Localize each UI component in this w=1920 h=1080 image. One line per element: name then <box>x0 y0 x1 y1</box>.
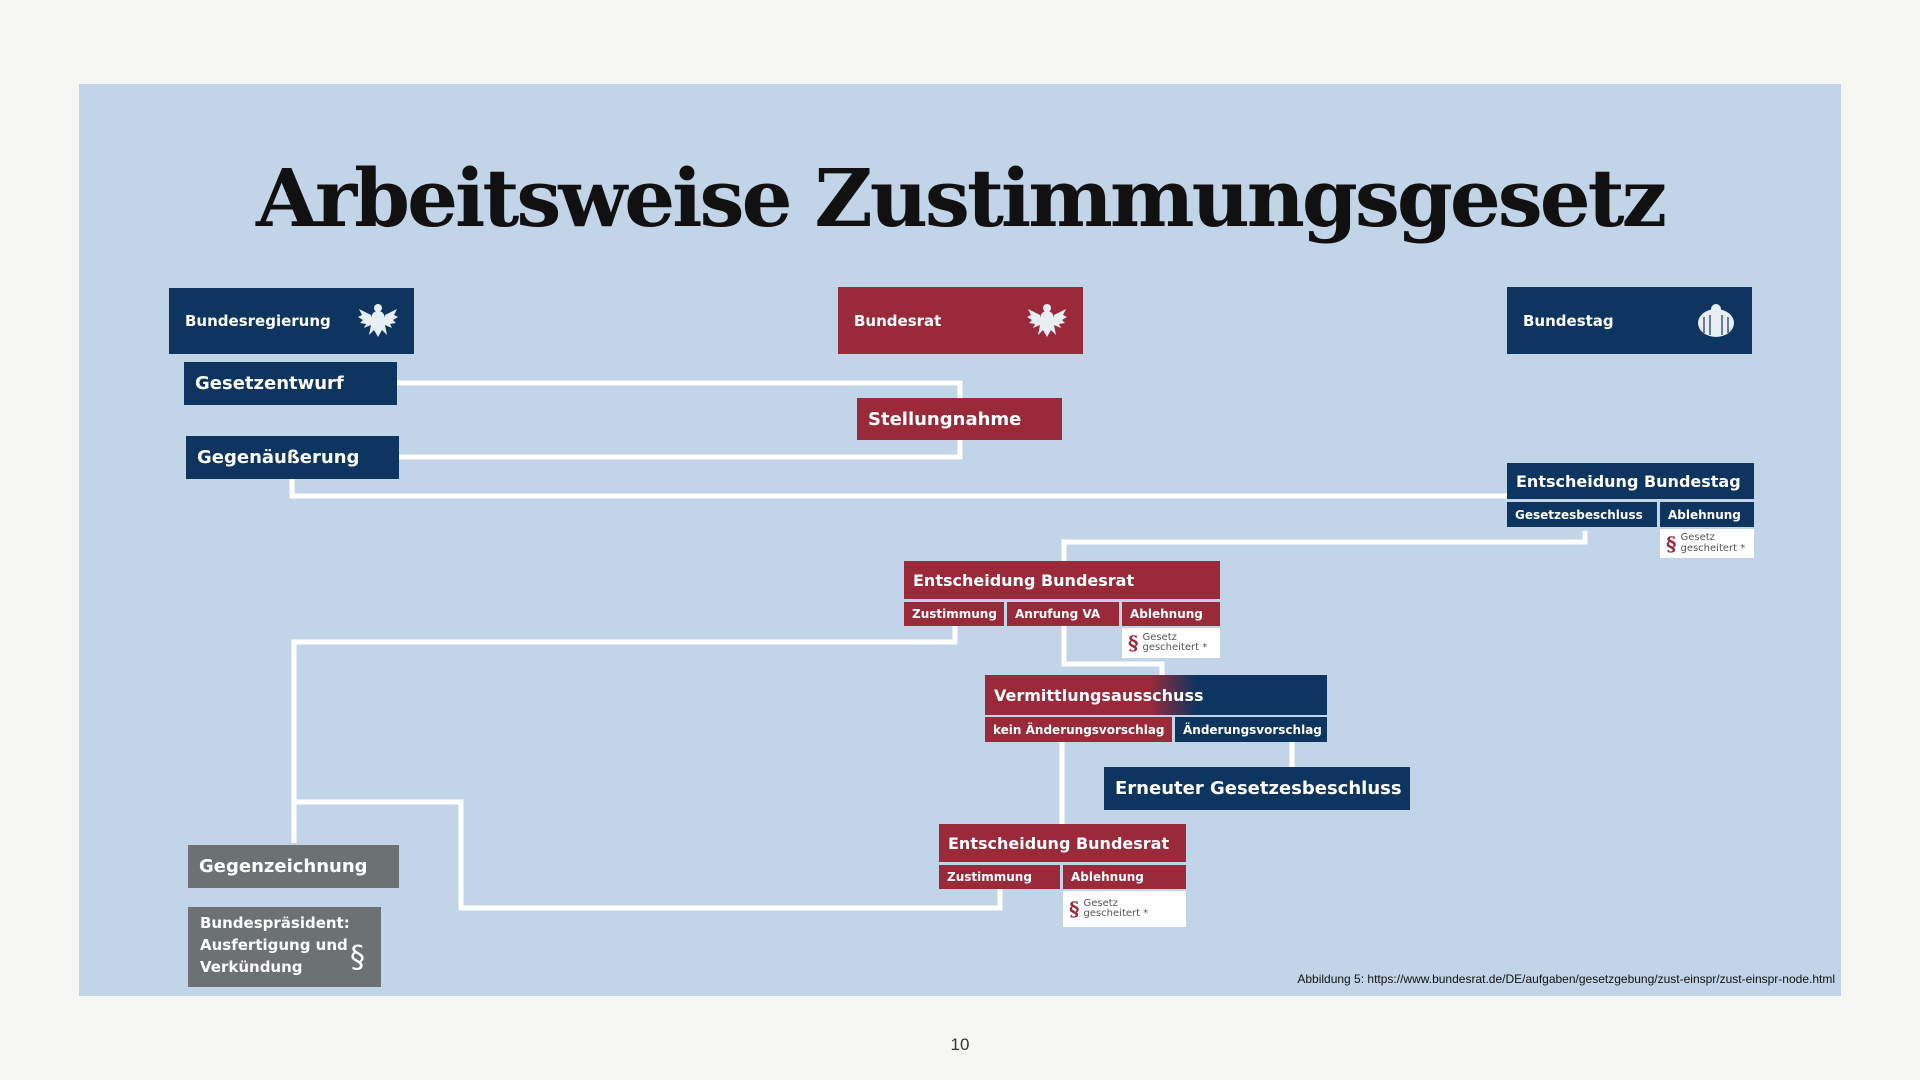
page-title: Arbeitsweise Zustimmungsgesetz <box>255 151 1667 245</box>
fail-text-line1: Gesetz <box>1680 532 1715 543</box>
entscheidung-bundesrat-2-title: Entscheidung Bundesrat <box>939 824 1186 862</box>
fail-text-line1: Gesetz <box>1083 897 1118 909</box>
bundespraesident-line1: Bundespräsident: <box>200 914 350 932</box>
entscheidung-bundestag-gesetzesbeschluss: Gesetzesbeschluss <box>1507 502 1657 527</box>
paragraph-icon: § <box>350 939 365 975</box>
paragraph-icon: § <box>1666 531 1677 556</box>
fail-text-line1: Gesetz <box>1142 631 1177 643</box>
entscheidung-bundesrat-1-anrufung-va: Anrufung VA <box>1007 602 1119 626</box>
entscheidung-bundesrat-1-title: Entscheidung Bundesrat <box>904 561 1220 599</box>
connector-stellungnahme-gegenaeusserung <box>399 439 963 460</box>
connector-gegenaeusserung-bundestag <box>289 477 1509 499</box>
entscheidung-bundesrat-1-zustimmung: Zustimmung <box>904 602 1004 626</box>
connector-lines <box>289 380 1588 911</box>
header-bundesregierung: Bundesregierung <box>169 288 414 354</box>
fail-text-line2: gescheitert * <box>1142 642 1208 653</box>
entscheidung-bundestag-title: Entscheidung Bundestag <box>1507 463 1754 499</box>
step-erneuter-gesetzesbeschluss: Erneuter Gesetzesbeschluss <box>1104 767 1410 810</box>
vermittlungsausschuss-aenderung: Änderungsvorschlag <box>1175 717 1327 742</box>
eagle-icon <box>1027 303 1067 337</box>
connector-bundestag-bundesrat <box>1061 531 1588 562</box>
connector-zustimmung2-gegenzeichnung <box>294 799 1003 911</box>
bundestag-eagle-icon <box>1698 303 1734 337</box>
entscheidung-bundesrat-2-ablehnung: Ablehnung <box>1063 865 1186 889</box>
header-bundestag-label: Bundestag <box>1523 311 1614 330</box>
step-gegenaeusserung: Gegenäußerung <box>186 436 399 479</box>
step-gesetzentwurf: Gesetzentwurf <box>184 362 397 405</box>
vermittlungsausschuss-kein-aenderung: kein Änderungsvorschlag <box>985 717 1172 742</box>
header-bundesrat: Bundesrat <box>838 287 1083 354</box>
step-stellungnahme: Stellungnahme <box>857 398 1062 440</box>
entscheidung-bundestag-ablehnung: Ablehnung <box>1660 502 1754 527</box>
fail-text-line2: gescheitert * <box>1680 542 1746 554</box>
paragraph-icon: § <box>1069 897 1080 921</box>
figure-caption: Abbildung 5: https://www.bundesrat.de/DE… <box>1297 972 1835 986</box>
bundespraesident-line3: Verkündung <box>200 957 303 976</box>
header-bundestag: Bundestag <box>1507 287 1752 354</box>
step-bundespraesident: Bundespräsident: Ausfertigung und Verkün… <box>188 907 381 987</box>
page-number: 10 <box>950 1035 970 1054</box>
header-bundesrat-label: Bundesrat <box>854 311 942 330</box>
connector-gesetzentwurf-stellungnahme <box>397 380 963 398</box>
header-bundesregierung-label: Bundesregierung <box>185 312 331 330</box>
step-gegenzeichnung: Gegenzeichnung <box>188 845 399 888</box>
connector-zustimmung-gegenzeichnung <box>291 626 958 843</box>
bundespraesident-line2: Ausfertigung und <box>200 935 348 954</box>
entscheidung-bundesrat-2-zustimmung: Zustimmung <box>939 865 1060 889</box>
paragraph-icon: § <box>1128 631 1139 655</box>
entscheidung-bundesrat-1-ablehnung: Ablehnung <box>1122 602 1220 626</box>
vermittlungsausschuss-title: Vermittlungsausschuss <box>985 675 1327 715</box>
connector-anrufung-va <box>1061 626 1165 675</box>
fail-text-line2: gescheitert * <box>1083 908 1149 919</box>
slide: Arbeitsweise Zustimmungsgesetz Bundesreg… <box>79 84 1841 996</box>
eagle-icon <box>358 304 398 337</box>
